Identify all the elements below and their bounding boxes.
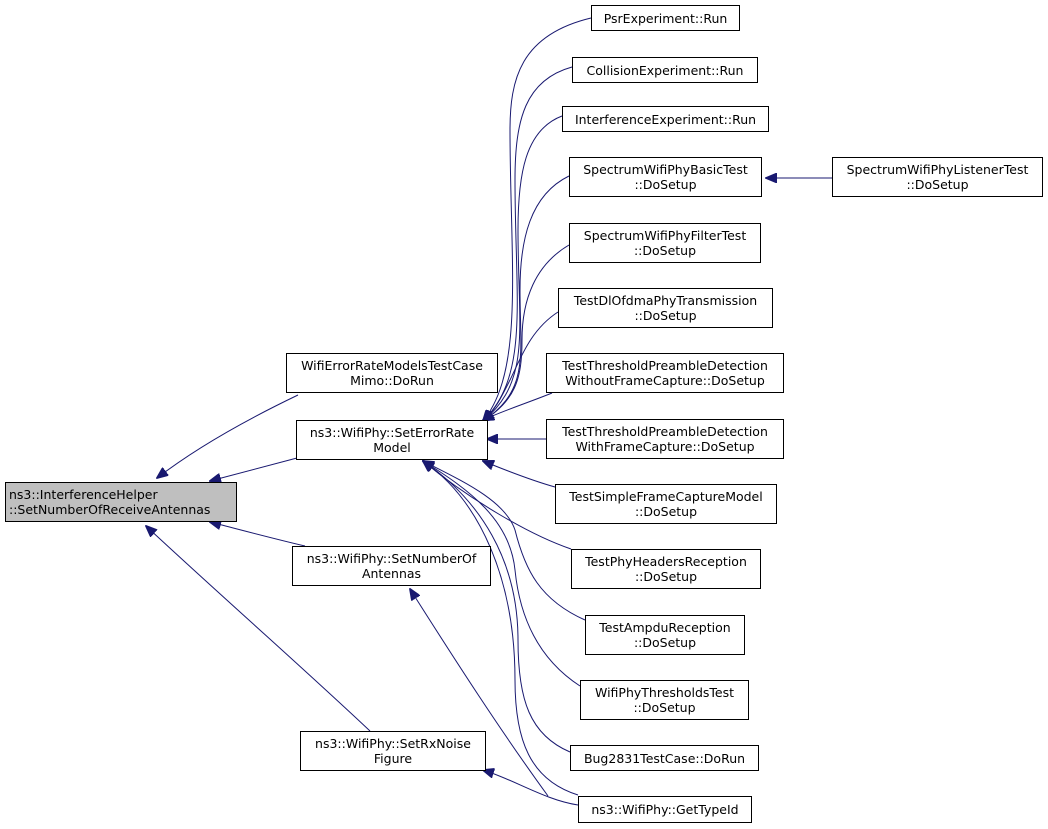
node-label-line2: ::DoSetup bbox=[633, 243, 697, 258]
node-psr-experiment-run[interactable]: PsrExperiment::Run bbox=[591, 5, 740, 31]
node-wifi-error-rate-models-test-case[interactable]: WifiErrorRateModelsTestCase Mimo::DoRun bbox=[286, 353, 498, 393]
node-label-line2: Antennas bbox=[361, 566, 422, 581]
node-label-line1: TestThresholdPreambleDetection bbox=[562, 424, 768, 439]
node-set-number-of-antennas[interactable]: ns3::WifiPhy::SetNumberOf Antennas bbox=[292, 546, 491, 586]
edge-dlofdma-to-seterrorrate bbox=[483, 311, 559, 421]
node-wifi-phy-get-type-id[interactable]: ns3::WifiPhy::GetTypeId bbox=[578, 796, 752, 823]
node-test-phy-headers-reception[interactable]: TestPhyHeadersReception ::DoSetup bbox=[571, 549, 761, 589]
node-test-simple-frame-capture-model[interactable]: TestSimpleFrameCaptureModel ::DoSetup bbox=[555, 484, 777, 524]
edge-ampdu-to-seterrorrate bbox=[423, 461, 586, 621]
node-label-line2: ::DoSetup bbox=[634, 504, 698, 519]
node-set-error-rate-model[interactable]: ns3::WifiPhy::SetErrorRate Model bbox=[296, 420, 488, 460]
edge-psr-to-seterrorrate bbox=[483, 17, 592, 421]
edge-wifierrorrate-to-root bbox=[157, 394, 299, 478]
edge-simplecapture-to-seterrorrate bbox=[483, 461, 556, 488]
edge-spectrumbasic-to-seterrorrate bbox=[483, 175, 570, 421]
node-label-line2: WithFrameCapture::DoSetup bbox=[575, 439, 755, 454]
edge-interference-to-seterrorrate bbox=[483, 115, 563, 421]
node-label-line1: Bug2831TestCase::DoRun bbox=[583, 750, 746, 766]
node-label-line1: TestThresholdPreambleDetection bbox=[562, 358, 768, 373]
edge-bug2831-to-seterrorrate bbox=[423, 461, 571, 753]
node-label-line2: ::DoSetup bbox=[633, 635, 697, 650]
node-label-line1: PsrExperiment::Run bbox=[603, 10, 728, 26]
node-label-line2: ::DoSetup bbox=[633, 700, 696, 715]
node-set-rx-noise-figure[interactable]: ns3::WifiPhy::SetRxNoise Figure bbox=[300, 731, 486, 771]
edge-withoutcapture-to-seterrorrate bbox=[483, 392, 553, 420]
node-interference-experiment-run[interactable]: InterferenceExperiment::Run bbox=[562, 106, 769, 132]
node-spectrum-wifi-phy-listener-test[interactable]: SpectrumWifiPhyListenerTest ::DoSetup bbox=[832, 157, 1043, 197]
node-label-line1: SpectrumWifiPhyFilterTest bbox=[583, 228, 747, 243]
node-label-line2: ::DoSetup bbox=[634, 569, 698, 584]
edge-seterrorrate-to-root bbox=[210, 457, 298, 481]
node-label-line1: TestDlOfdmaPhyTransmission bbox=[573, 293, 758, 308]
node-label-line1: SpectrumWifiPhyListenerTest bbox=[846, 162, 1029, 177]
node-label-line2: WithoutFrameCapture::DoSetup bbox=[565, 373, 765, 388]
edge-gettypeid-to-seterrorrate bbox=[423, 461, 579, 796]
node-label-line1: WifiPhyThresholdsTest bbox=[594, 685, 735, 700]
node-label-line2: Figure bbox=[373, 751, 413, 766]
node-collision-experiment-run[interactable]: CollisionExperiment::Run bbox=[572, 57, 758, 83]
edge-gettypeid-to-setrxnoise bbox=[483, 770, 579, 806]
node-label-line2: ::DoSetup bbox=[906, 177, 969, 192]
node-label-line1: CollisionExperiment::Run bbox=[586, 62, 744, 78]
node-spectrum-wifi-phy-basic-test[interactable]: SpectrumWifiPhyBasicTest ::DoSetup bbox=[569, 157, 762, 197]
node-label-line2: ::DoSetup bbox=[634, 308, 697, 323]
edge-gettypeid-to-setnumberofantennas bbox=[410, 589, 549, 797]
node-label-line2: ::SetNumberOfReceiveAntennas bbox=[9, 502, 211, 517]
edge-collision-to-seterrorrate bbox=[483, 66, 573, 421]
node-test-ampdu-reception[interactable]: TestAmpduReception ::DoSetup bbox=[585, 615, 745, 655]
node-threshold-preamble-with-frame-capture[interactable]: TestThresholdPreambleDetection WithFrame… bbox=[546, 419, 784, 459]
node-label-line1: ns3::WifiPhy::GetTypeId bbox=[591, 802, 739, 817]
edge-setnumberofantennas-to-root bbox=[210, 522, 306, 547]
node-test-dl-ofdma-phy-transmission[interactable]: TestDlOfdmaPhyTransmission ::DoSetup bbox=[558, 288, 773, 328]
node-label-line1: InterferenceExperiment::Run bbox=[574, 111, 757, 127]
node-spectrum-wifi-phy-filter-test[interactable]: SpectrumWifiPhyFilterTest ::DoSetup bbox=[569, 223, 761, 263]
node-label-line1: ns3::InterferenceHelper bbox=[9, 487, 158, 502]
node-bug2831-test-case-run[interactable]: Bug2831TestCase::DoRun bbox=[570, 745, 759, 771]
edge-thresholds-to-seterrorrate bbox=[423, 461, 581, 687]
node-label-line1: TestAmpduReception bbox=[599, 620, 731, 635]
node-label-line2: ::DoSetup bbox=[634, 177, 697, 192]
node-label-line1: SpectrumWifiPhyBasicTest bbox=[583, 162, 748, 177]
node-label-line1: ns3::WifiPhy::SetNumberOf bbox=[306, 551, 477, 566]
node-interference-helper-set-number-of-receive-antennas: ns3::InterferenceHelper ::SetNumberOfRec… bbox=[5, 482, 237, 522]
node-threshold-preamble-without-frame-capture[interactable]: TestThresholdPreambleDetection WithoutFr… bbox=[546, 353, 784, 393]
node-label-line2: Model bbox=[373, 440, 411, 455]
node-label-line1: ns3::WifiPhy::SetRxNoise bbox=[315, 736, 471, 751]
node-label-line1: WifiErrorRateModelsTestCase bbox=[301, 358, 483, 373]
edge-spectrumfilter-to-seterrorrate bbox=[483, 244, 570, 421]
edge-setrxnoise-to-root bbox=[146, 526, 371, 732]
node-label-line1: TestSimpleFrameCaptureModel bbox=[569, 489, 763, 504]
node-label-line2: Mimo::DoRun bbox=[350, 373, 434, 388]
node-label-line1: ns3::WifiPhy::SetErrorRate bbox=[309, 425, 475, 440]
node-label-line1: TestPhyHeadersReception bbox=[585, 554, 747, 569]
node-wifi-phy-thresholds-test[interactable]: WifiPhyThresholdsTest ::DoSetup bbox=[580, 680, 749, 720]
